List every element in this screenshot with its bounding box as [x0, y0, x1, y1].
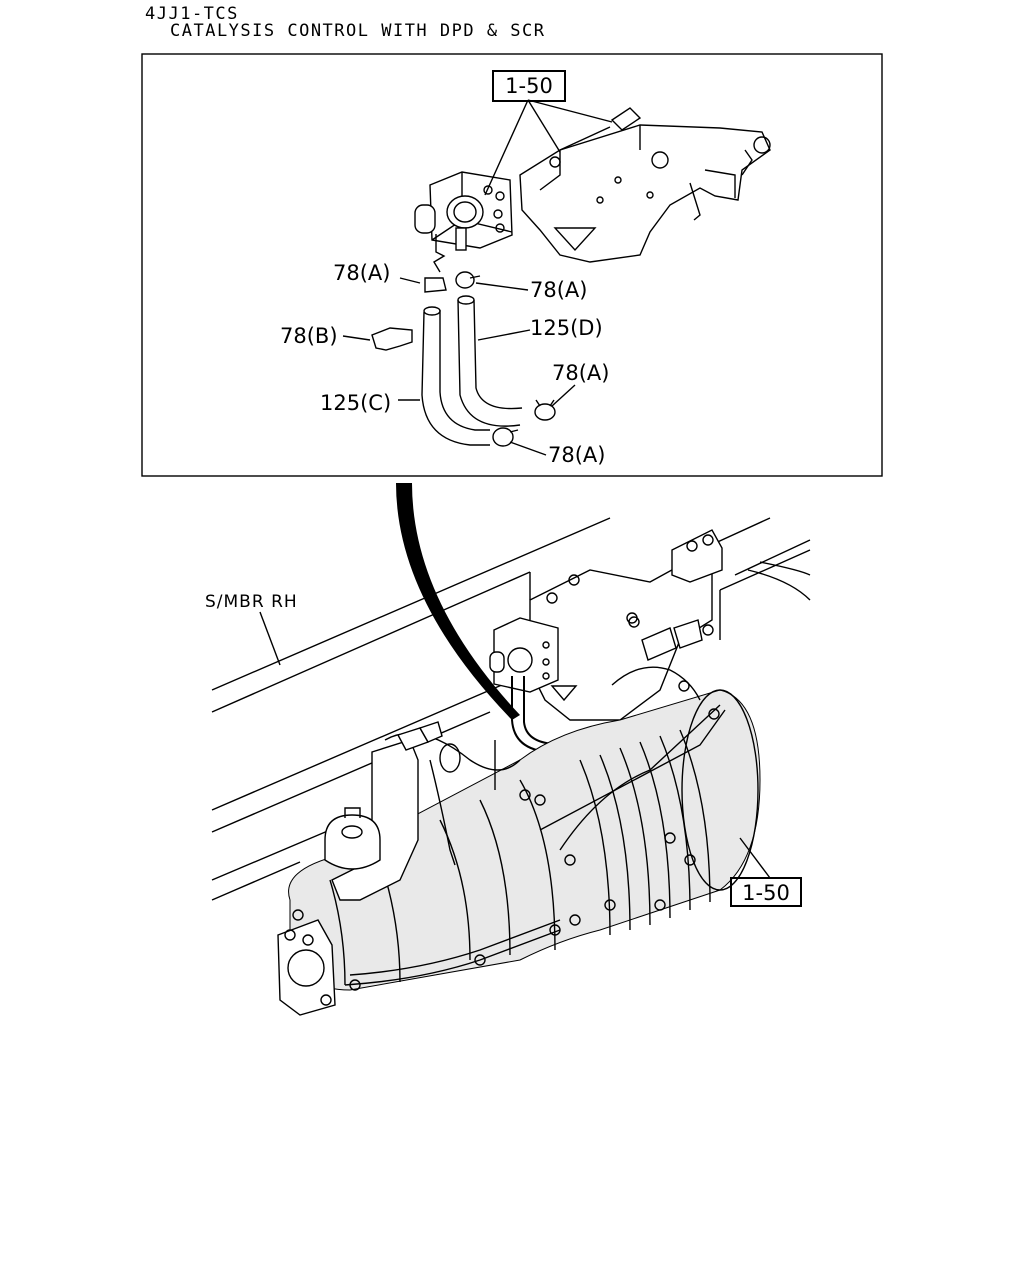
callout-hose-d: 125(D) — [530, 316, 603, 340]
rear-mount-bracket — [324, 739, 419, 901]
connector-cluster — [611, 612, 714, 701]
ref-leader-main — [739, 837, 771, 879]
clip-78b — [342, 327, 413, 351]
detail-bracket — [519, 124, 771, 263]
sensor-unit — [414, 171, 513, 273]
clip-78a-lower — [492, 427, 547, 456]
diagram-title: CATALYSIS CONTROL WITH DPD & SCR — [170, 21, 546, 41]
hose-125d — [457, 295, 531, 427]
canister-fasteners — [349, 708, 720, 991]
detail-pointer-arrow — [396, 483, 520, 720]
ref-box-main — [730, 877, 802, 907]
sensor-wiring — [344, 704, 726, 986]
callout-clip-b: 78(B) — [280, 324, 338, 348]
ref-box-main-label: 1-50 — [742, 881, 790, 905]
ref-leader-lines — [484, 99, 613, 196]
callout-clip-mid-right: 78(A) — [552, 361, 609, 385]
bolt — [559, 107, 642, 151]
callout-side-member: S/MBR RH — [205, 592, 298, 612]
ref-box-detail — [492, 70, 566, 102]
callout-clip-lower: 78(A) — [548, 443, 605, 467]
callout-clip-upper-left: 78(A) — [333, 261, 390, 285]
ref-box-detail-label: 1-50 — [505, 74, 553, 98]
side-member-leader — [259, 611, 281, 666]
clip-78a-left — [399, 277, 447, 293]
callout-clip-upper-right: 78(A) — [530, 278, 587, 302]
catalyst-canister — [288, 689, 761, 991]
clip-78a-mid — [534, 384, 576, 421]
clip-78a-right — [455, 271, 529, 291]
hose-125c — [398, 306, 490, 446]
callout-hose-c: 125(C) — [320, 391, 391, 415]
model-code: 4JJ1-TCS — [145, 4, 239, 24]
detail-view-frame — [141, 53, 883, 477]
front-flange — [277, 909, 336, 1016]
